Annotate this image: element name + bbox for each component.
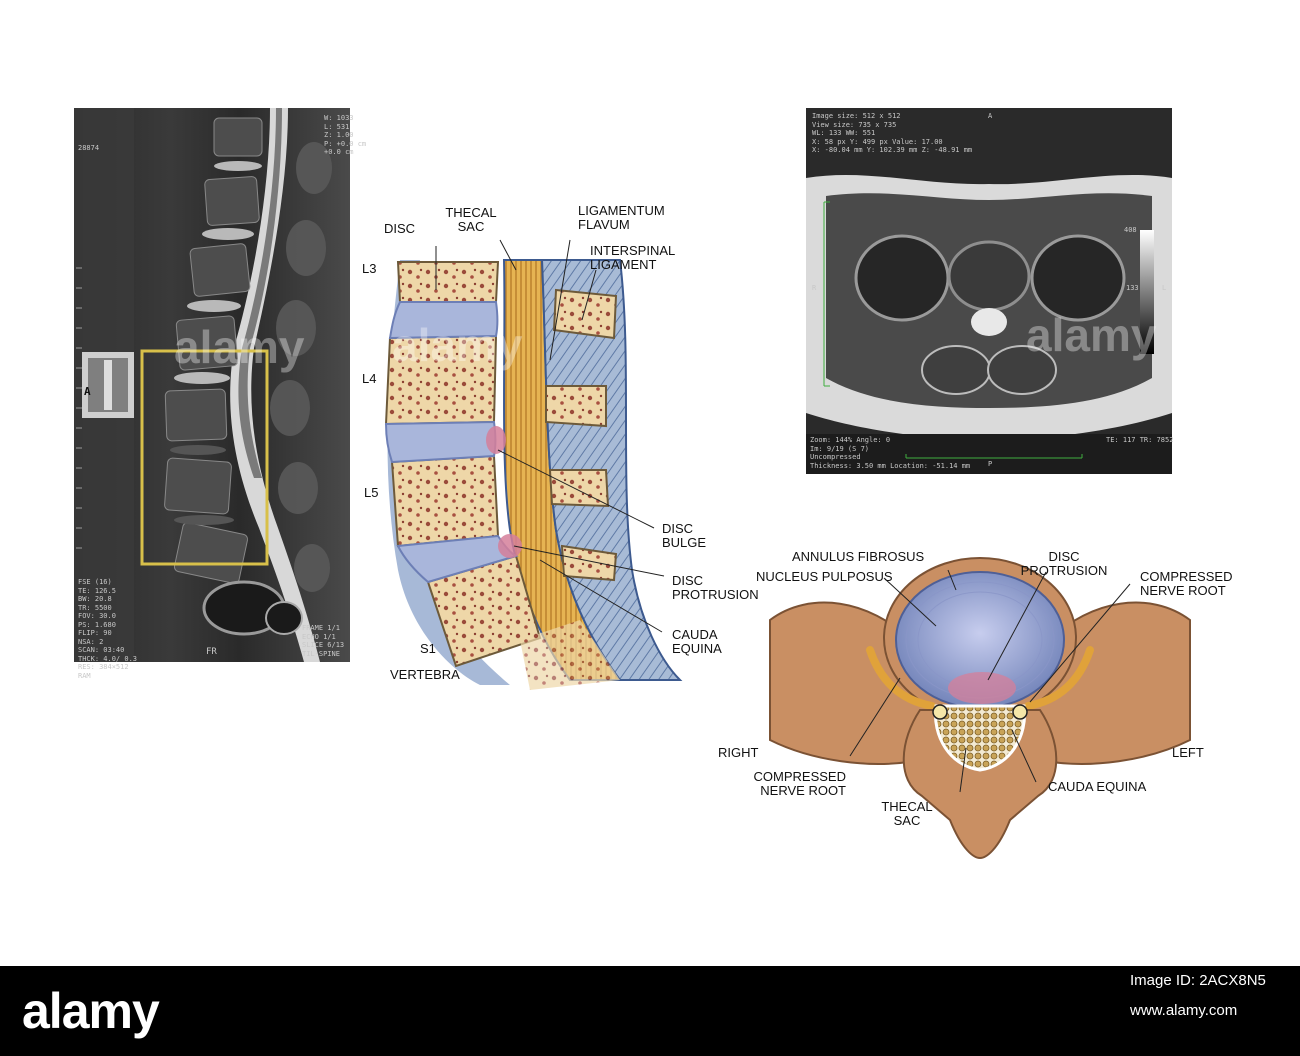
label-cauda-equina-sagittal: CAUDA EQUINA [672,627,722,656]
alamy-logo: alamy [22,983,160,1039]
label-cauda-equina-axial: CAUDA EQUINA [1048,779,1147,794]
sagittal-mri-bottom-left-info: FSE (16) TE: 126.5 BW: 20.8 TR: 5500 FOV… [78,578,138,680]
axial-mri-scale-mid: 133 [1126,284,1139,292]
axial-mri-left-marker: R [812,284,817,292]
image-id: Image ID: 2ACX8N5 [1130,972,1266,989]
sagittal-mri-bottom-right-info: FRAME 1/1 ECHO 1/1 SLICE 6/13 TIL-SPINE [302,624,345,658]
label-l5: L5 [364,485,379,500]
axial-mri-bottom-left-info: Zoom: 144% Angle: 0 Im: 9/19 (S 7) Uncom… [810,436,971,470]
label-disc-sagittal: DISC [384,221,416,236]
site-url: www.alamy.com [1130,1002,1238,1019]
label-thecal-sac-sagittal: THECAL SAC [445,205,497,234]
axial-mri-right-marker: L [1162,284,1167,292]
label-l3: L3 [362,261,377,276]
axial-vertebra-illustration [769,557,1191,860]
watermark-axial: alamy [1026,309,1157,361]
label-left: LEFT [1172,745,1204,760]
sagittal-mri-top-right-info: W: 1033 L: 531 Z: 1.00 P: +0.0 cm +0.0 c… [324,114,367,156]
sagittal-mri-image: W: 1033 L: 531 Z: 1.00 P: +0.0 cm +0.0 c… [74,108,366,680]
axial-mri-bottom-right-info: TE: 117 TR: 7852 [1106,436,1174,444]
axial-mri-bottom-marker: P [988,460,993,468]
axial-mri-top-marker: A [988,112,993,120]
label-disc-protrusion-axial: DISC PROTRUSION [1020,549,1108,578]
watermark-sagittal: alamy [174,321,305,373]
label-ligamentum-flavum: LIGAMENTUM FLAVUM [578,203,665,232]
label-nucleus-pulposus: NUCLEUS PULPOSUS [756,569,893,584]
label-compressed-nerve-root-left: COMPRESSED NERVE ROOT [1140,569,1233,598]
label-thecal-sac-axial: THECAL SAC [881,799,933,828]
label-vertebra: VERTEBRA [390,667,460,682]
label-compressed-nerve-root-right: COMPRESSED NERVE ROOT [753,769,846,798]
label-right: RIGHT [718,745,759,760]
label-annulus-fibrosus: ANNULUS FIBROSUS [792,549,925,564]
label-l4: L4 [362,371,377,386]
label-s1: S1 [420,641,436,656]
axial-mri-top-left-info: Image size: 512 x 512 View size: 735 x 7… [812,112,973,154]
sagittal-spine-illustration [384,239,683,690]
label-disc-bulge: DISC BULGE [662,521,707,550]
sagittal-mri-graphic [74,108,350,662]
stock-footer: alamy Image ID: 2ACX8N5 www.alamy.com [0,966,1300,1056]
label-disc-protrusion-sagittal: DISC PROTRUSION [672,573,759,602]
sagittal-mri-bottom-center-info: FR [206,647,217,657]
label-interspinal-ligament: INTERSPINAL LIGAMENT [590,243,676,272]
axial-mri-scale-top: 408 [1124,226,1137,234]
axial-mri-graphic [806,108,1172,474]
sagittal-mri-orientation-marker: A [84,385,91,398]
watermark-illustration: alamy [392,319,523,371]
sagittal-mri-top-left-info: 28874 [78,144,100,152]
axial-mri-image: Image size: 512 x 512 View size: 735 x 7… [806,108,1174,474]
